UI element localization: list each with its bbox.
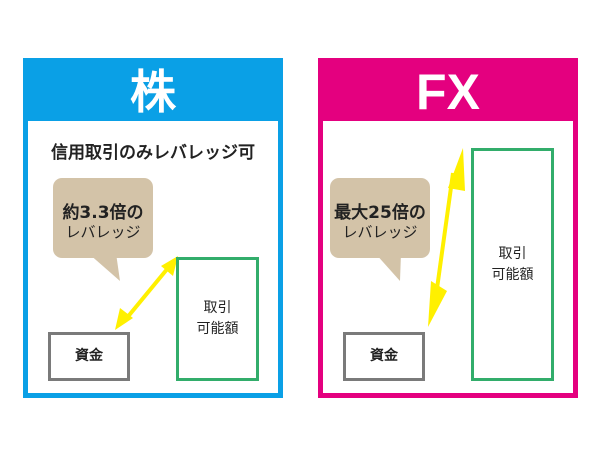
- stock-panel: 株 信用取引のみレバレッジ可 約3.3倍の レバレッジ 資金 取引 可能額: [23, 58, 283, 398]
- bubble-tail: [375, 253, 401, 281]
- arrow-head-up: [161, 256, 178, 276]
- stock-title: 株: [28, 63, 278, 121]
- available-box: 取引 可能額: [471, 148, 554, 381]
- fx-panel: FX 最大25倍の レバレッジ 資金 取引 可能額: [318, 58, 578, 398]
- available-box: 取引 可能額: [176, 257, 259, 381]
- bubble-line2: レバレッジ: [342, 223, 418, 241]
- arrow-head-down: [428, 281, 447, 327]
- bubble-line2: レバレッジ: [65, 223, 141, 241]
- fx-title: FX: [323, 63, 573, 121]
- stock-arrows: [88, 253, 178, 330]
- bubble-line1: 最大25倍の: [334, 203, 426, 223]
- bubble-line1: 約3.3倍の: [62, 203, 144, 223]
- fx-arrows: [375, 148, 465, 327]
- leverage-bubble: 最大25倍の レバレッジ: [330, 178, 430, 258]
- arrow-head-down: [115, 308, 133, 330]
- bubble-tail: [88, 253, 120, 281]
- leverage-arrow-shaft: [124, 266, 170, 321]
- stock-subtitle: 信用取引のみレバレッジ可: [51, 143, 255, 163]
- leverage-bubble: 約3.3倍の レバレッジ: [53, 178, 153, 258]
- fund-box: 資金: [48, 332, 130, 381]
- fund-box: 資金: [343, 332, 425, 381]
- arrow-head-up: [448, 148, 465, 191]
- leverage-arrow-shaft: [433, 172, 455, 304]
